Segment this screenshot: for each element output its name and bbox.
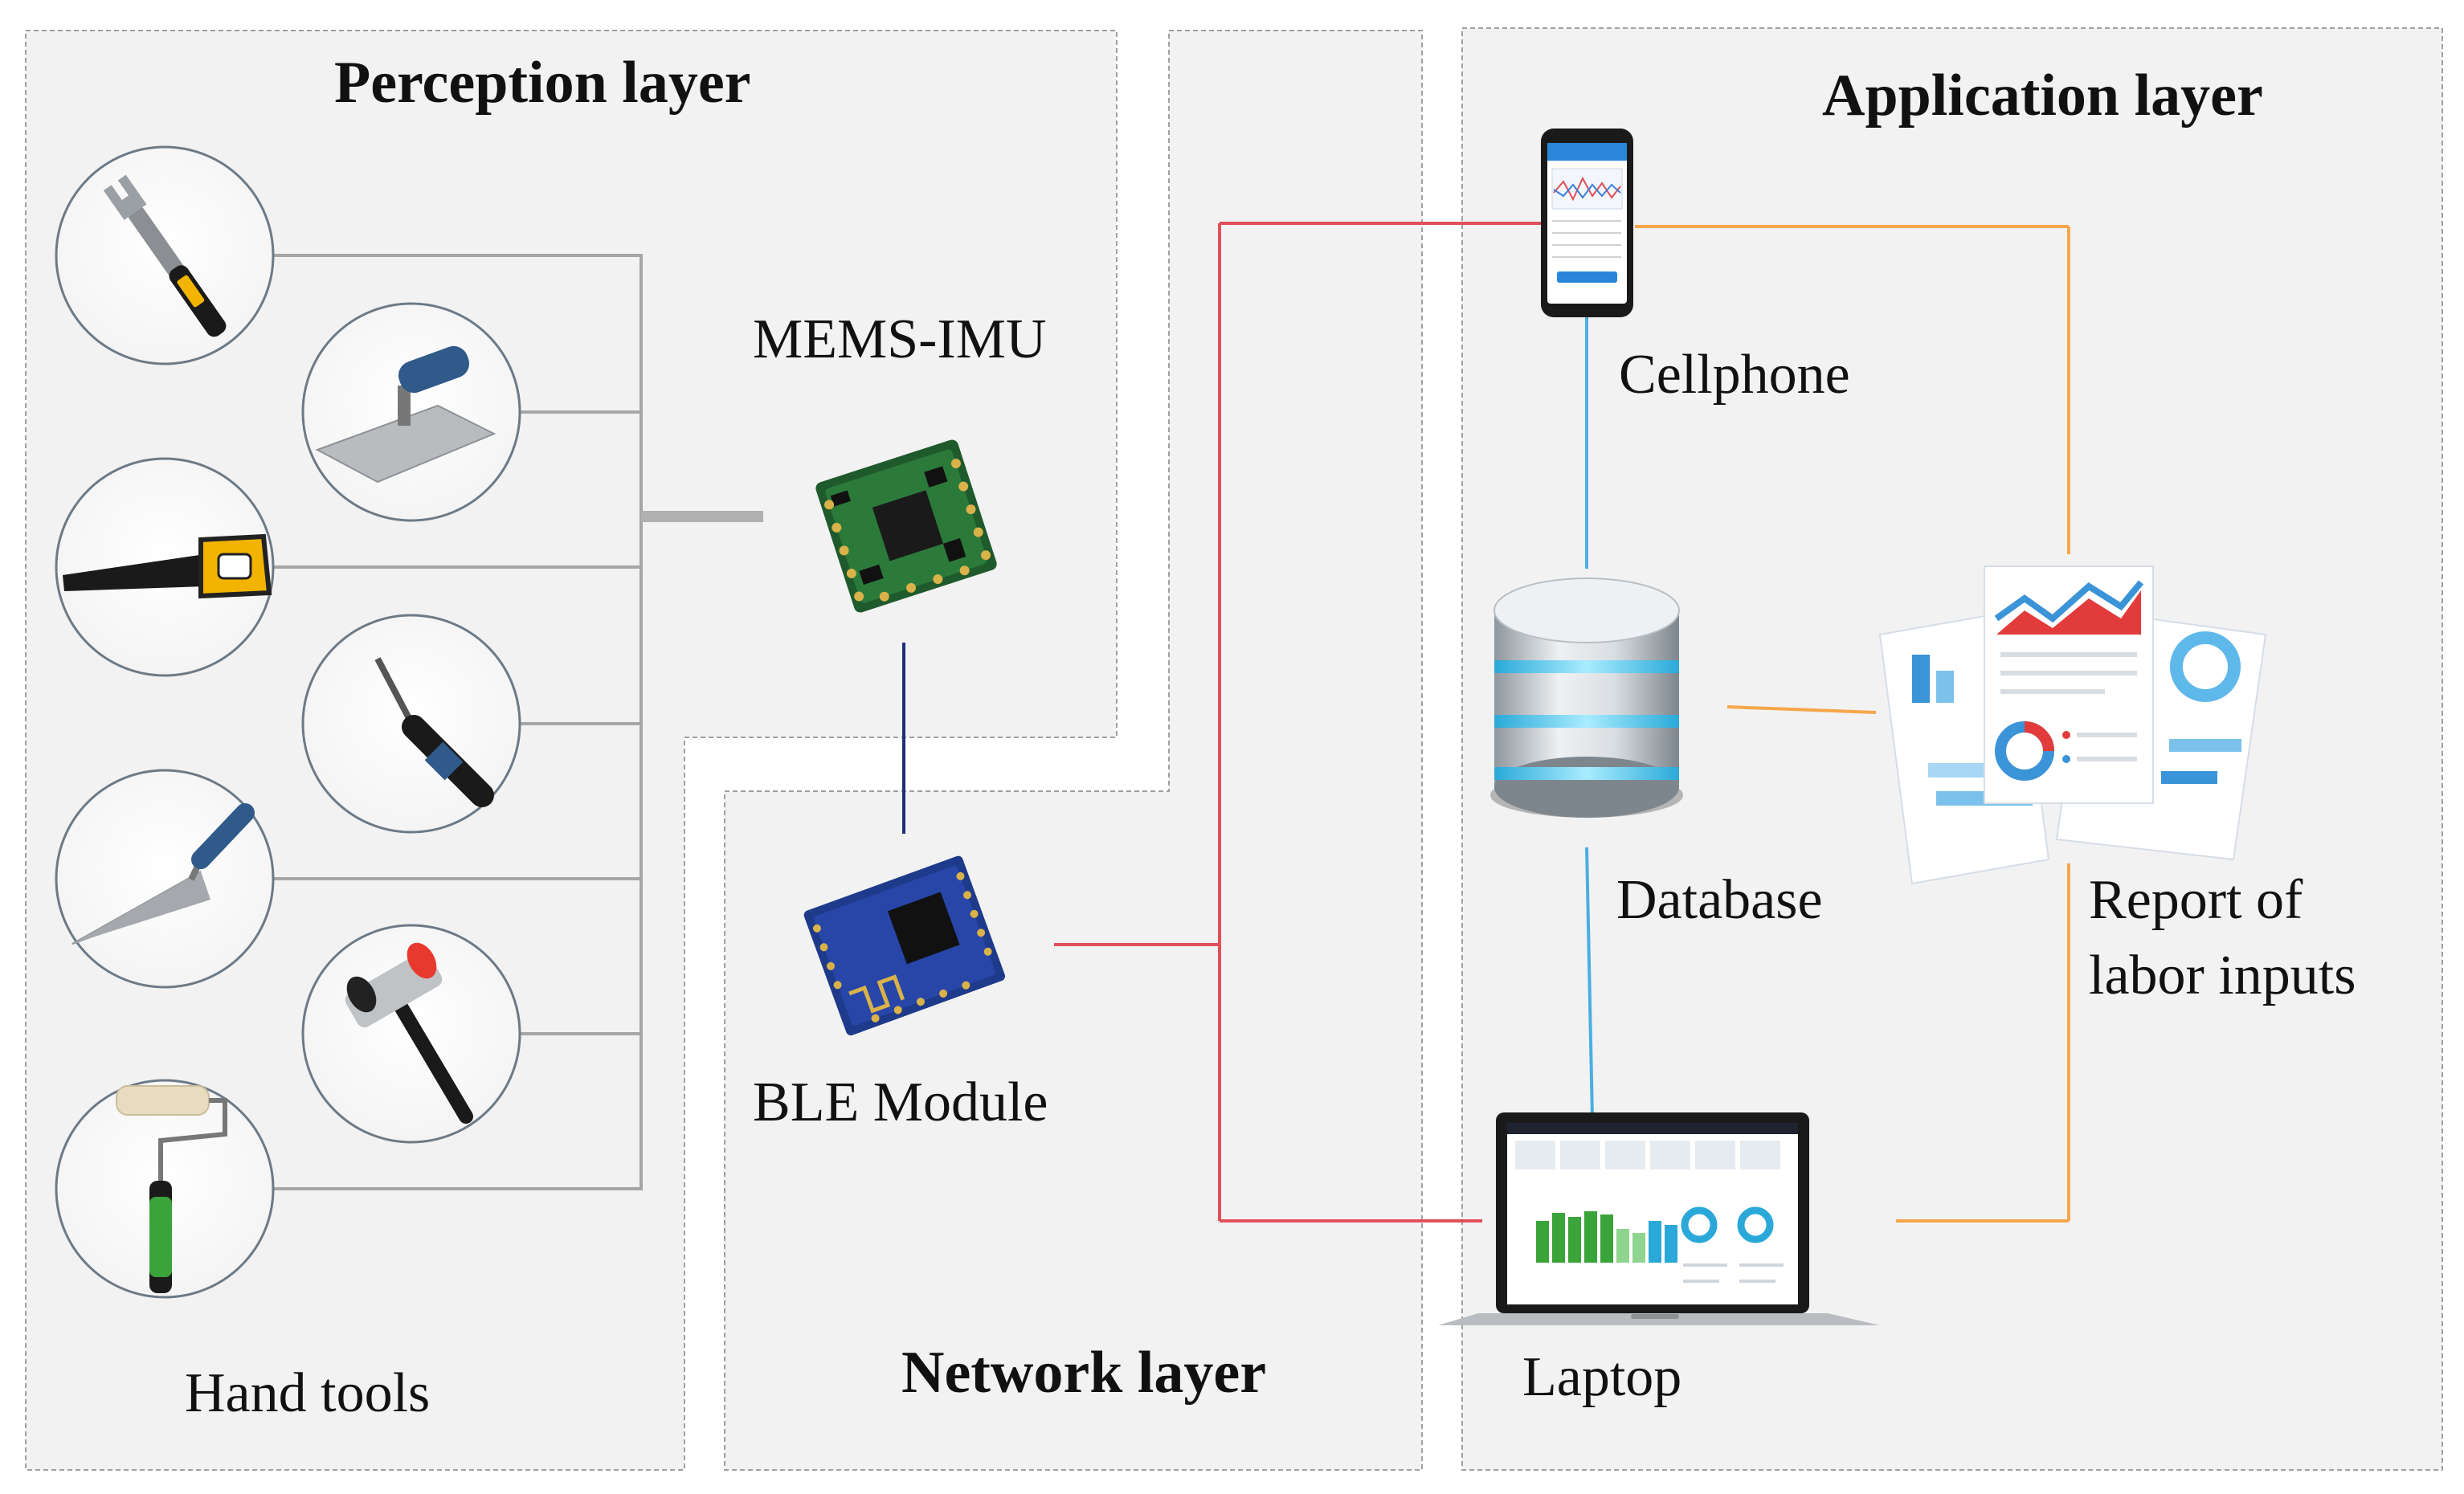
paint-roller-icon bbox=[55, 1079, 275, 1299]
cellphone-icon bbox=[1541, 129, 1633, 317]
perception-layer-panel bbox=[25, 30, 1118, 1471]
perception-layer-title: Perception layer bbox=[334, 50, 751, 116]
report-icon bbox=[1878, 565, 2267, 885]
network-links bbox=[1054, 222, 1541, 1223]
laptop-label: Laptop bbox=[1522, 1346, 1682, 1408]
report-label-line2: labor inputs bbox=[2089, 945, 2356, 1006]
ble-module-chip bbox=[803, 855, 1006, 1036]
trowel-icon bbox=[301, 302, 521, 522]
wrench-icon bbox=[55, 145, 275, 365]
hammer-icon bbox=[301, 924, 521, 1144]
ble-module-label: BLE Module bbox=[753, 1072, 1048, 1133]
report-links bbox=[1635, 225, 2070, 1223]
cellphone-label: Cellphone bbox=[1619, 344, 1850, 406]
application-layer-title: Application layer bbox=[1822, 63, 2263, 129]
hand-tools-label: Hand tools bbox=[185, 1362, 431, 1424]
mems-imu-label: MEMS-IMU bbox=[753, 308, 1047, 370]
laptop-icon bbox=[1438, 1112, 1880, 1325]
database-icon bbox=[1490, 578, 1683, 818]
screwdriver-icon bbox=[301, 614, 521, 834]
mems-imu-chip bbox=[815, 439, 997, 613]
report-label-line1: Report of bbox=[2089, 869, 2303, 931]
pointing-trowel-icon bbox=[55, 769, 275, 989]
network-layer-panel bbox=[724, 30, 1423, 1471]
database-label: Database bbox=[1616, 869, 1823, 931]
network-layer-title: Network layer bbox=[901, 1340, 1267, 1406]
tool-connector-lines bbox=[269, 254, 763, 1190]
database-links bbox=[1585, 317, 1594, 1119]
saw-icon bbox=[55, 457, 275, 677]
